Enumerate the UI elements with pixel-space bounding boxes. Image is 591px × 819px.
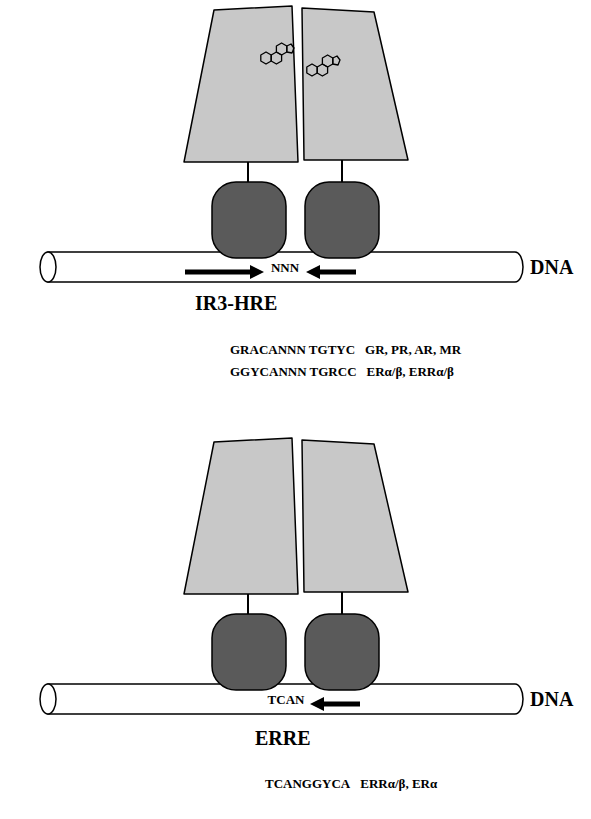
consensus-sequence: GGYCANNN TGRCC — [230, 365, 357, 379]
dna-helix: NNNDNA — [40, 252, 530, 282]
consensus-sequence: TCANGGYCA — [265, 777, 350, 791]
element-name: IR3-HRE — [195, 292, 277, 314]
half-site-sequence: TCAN — [268, 693, 305, 707]
dna-helix: TCANDNA — [40, 684, 530, 714]
dna-label: DNA — [530, 256, 573, 278]
element-name: ERRE — [255, 727, 311, 749]
dna-label: DNA — [530, 688, 573, 710]
receptor-list: ERRα/β, ERα — [360, 777, 437, 791]
receptor-list: GR, PR, AR, MR — [365, 343, 461, 357]
receptor-list: ERα/β, ERRα/β — [367, 365, 454, 379]
erre-dimer — [40, 438, 523, 714]
ir3-dimer — [40, 6, 523, 282]
spacer-sequence: NNN — [271, 261, 299, 275]
consensus-sequence: GRACANNN TGTYC — [230, 343, 355, 357]
